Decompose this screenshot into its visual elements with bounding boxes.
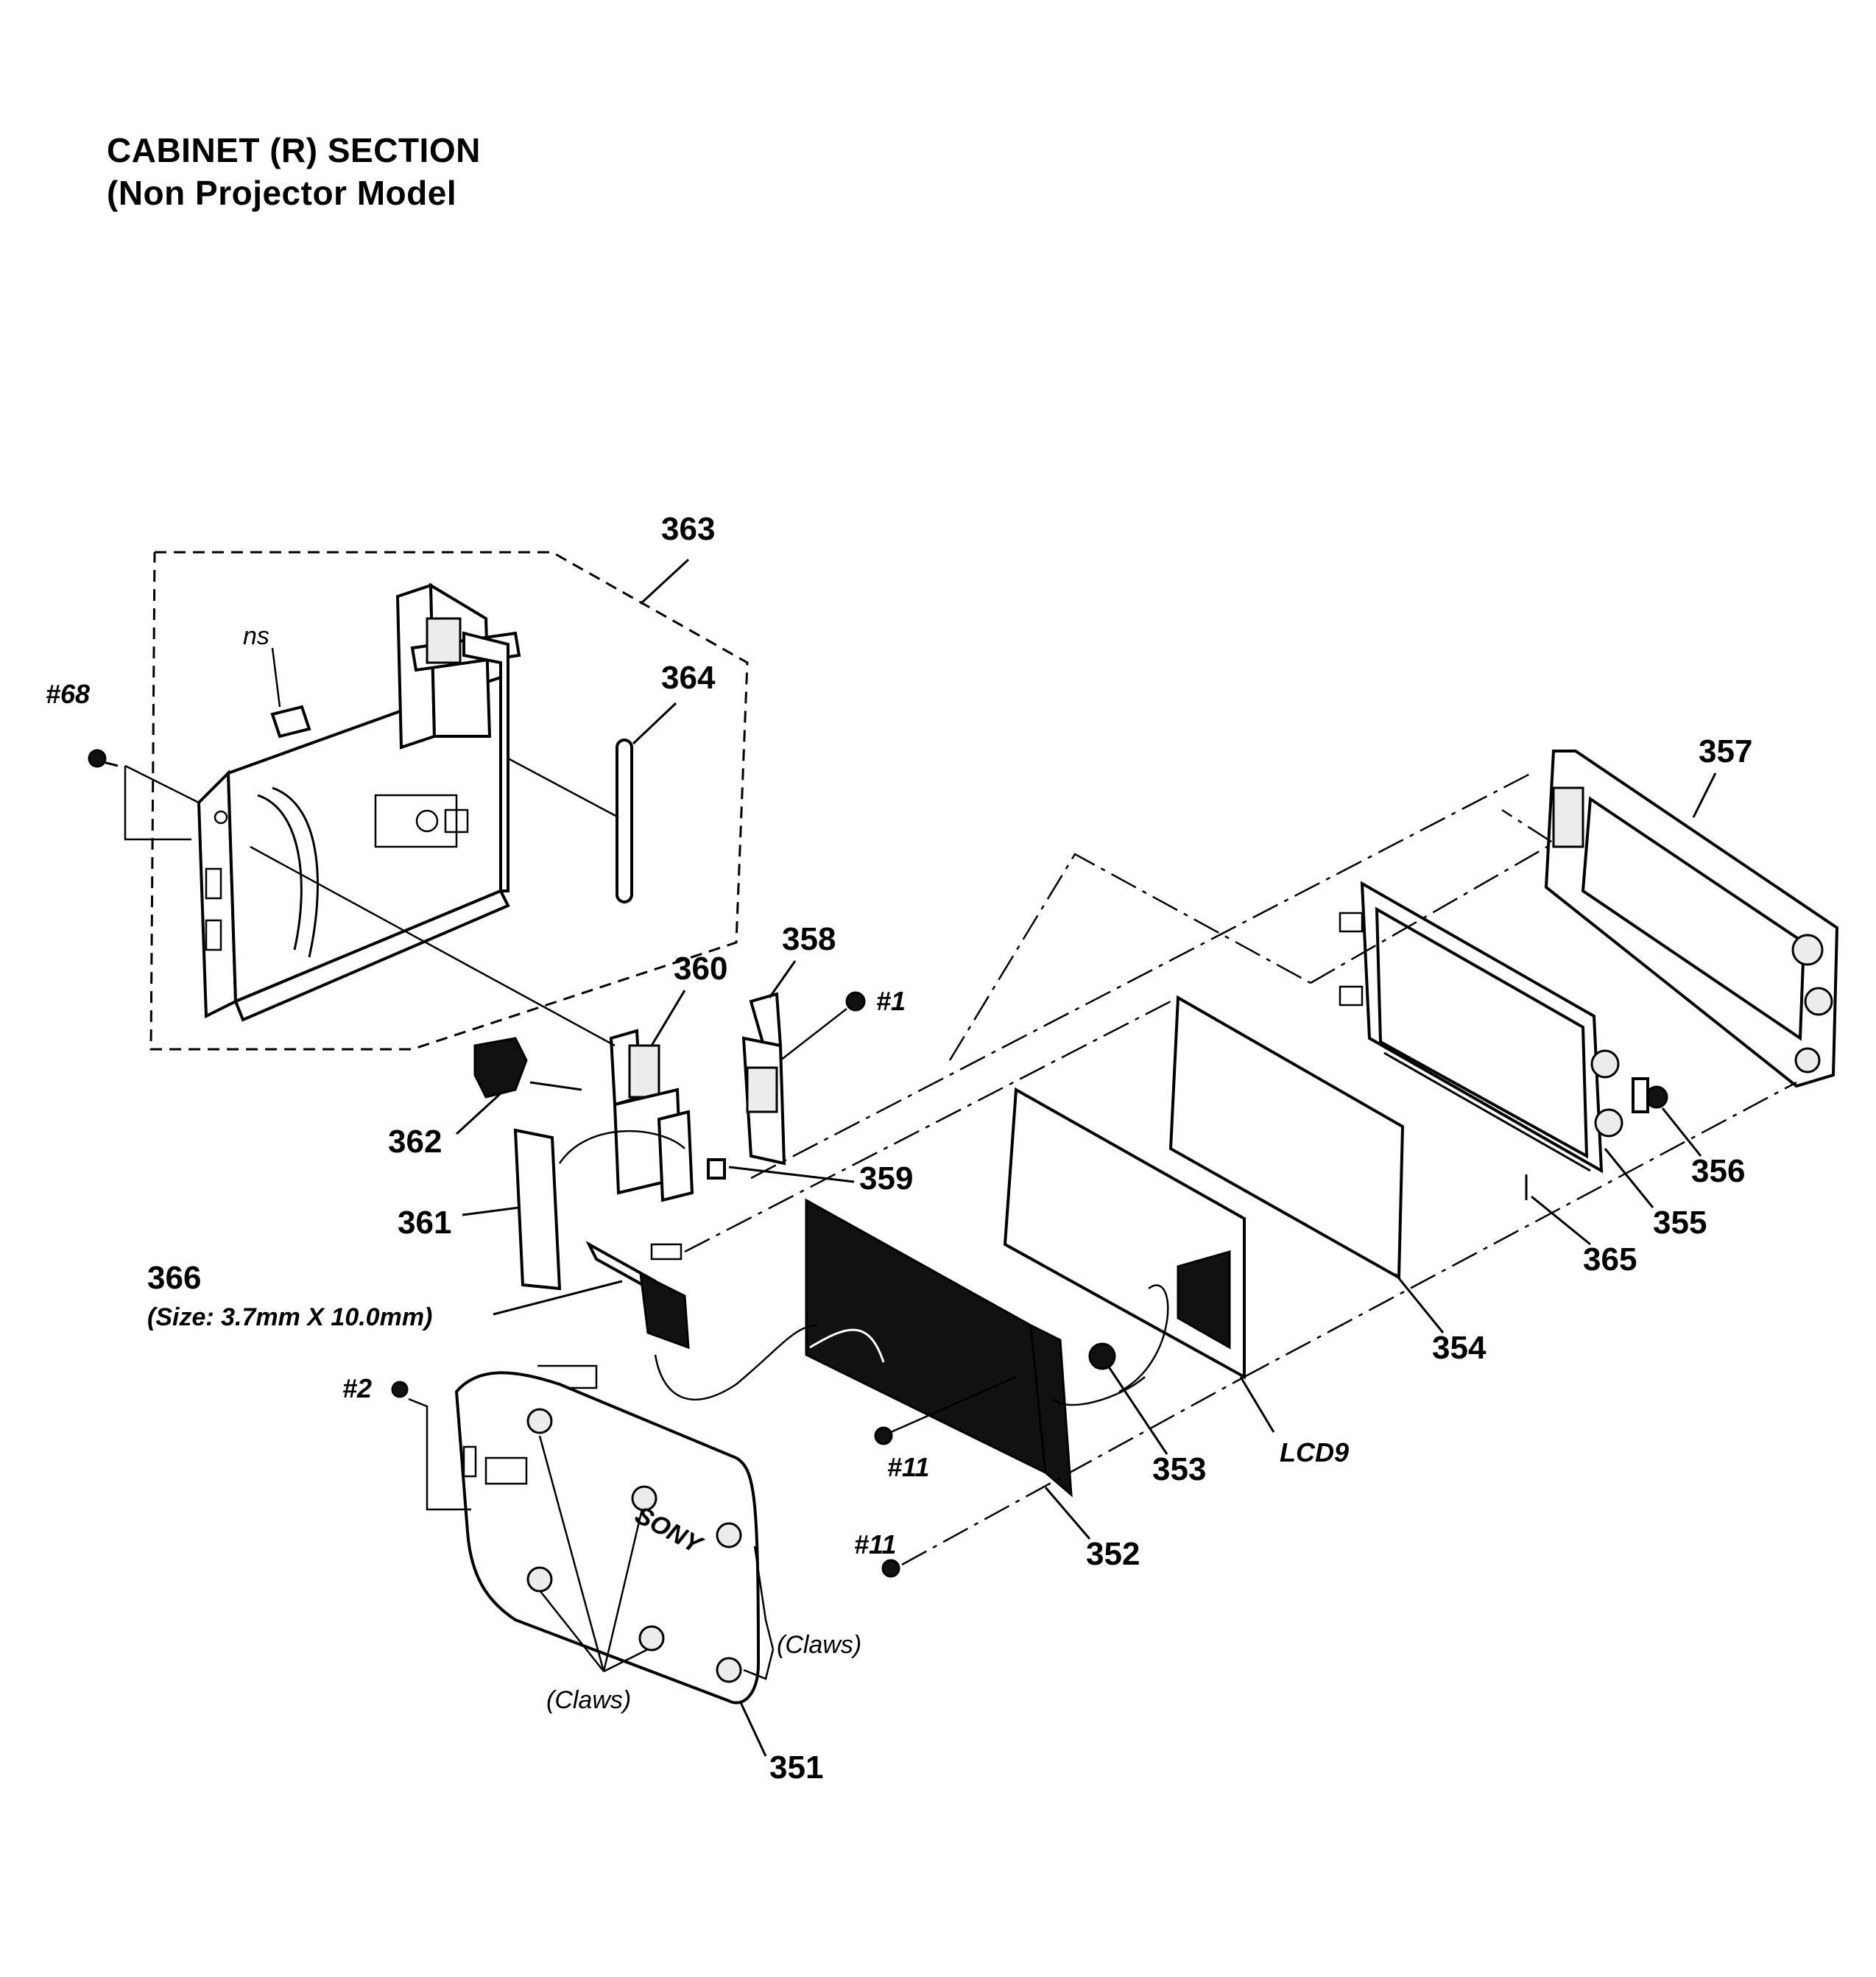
label-360: 360 bbox=[674, 951, 727, 987]
label-355: 355 bbox=[1653, 1205, 1707, 1241]
label-s68: #68 bbox=[46, 679, 90, 709]
panel-352 bbox=[805, 1198, 1073, 1498]
screw-1 bbox=[845, 991, 866, 1012]
label-364: 364 bbox=[661, 660, 716, 696]
label-claws-right: (Claws) bbox=[777, 1631, 861, 1659]
label-366: 366 bbox=[147, 1260, 201, 1296]
label-s11-upper: #11 bbox=[887, 1452, 929, 1482]
part-353 bbox=[1088, 1342, 1116, 1370]
label-s2: #2 bbox=[342, 1373, 372, 1403]
front-frame-357 bbox=[1544, 750, 1839, 1088]
label-363: 363 bbox=[661, 511, 715, 547]
label-359: 359 bbox=[859, 1160, 913, 1197]
label-353: 353 bbox=[1152, 1451, 1206, 1487]
part-359 bbox=[707, 1158, 726, 1180]
screw-2 bbox=[391, 1381, 409, 1398]
label-s1: #1 bbox=[876, 986, 906, 1016]
cabinet-frame-363 bbox=[197, 582, 521, 1022]
assembly-363-boundary bbox=[149, 551, 749, 1051]
label-358: 358 bbox=[782, 921, 836, 957]
lcd-frame-355 bbox=[1339, 881, 1623, 1174]
label-362: 362 bbox=[388, 1124, 442, 1160]
part-360 bbox=[609, 1029, 694, 1202]
title-line-1: CABINET (R) SECTION bbox=[107, 131, 481, 169]
part-362 bbox=[473, 1037, 582, 1099]
diagram-title: CABINET (R) SECTION (Non Projector Model bbox=[107, 129, 481, 214]
label-361: 361 bbox=[398, 1205, 451, 1241]
part-366 bbox=[585, 1241, 690, 1350]
label-365: 365 bbox=[1583, 1241, 1637, 1278]
label-352: 352 bbox=[1086, 1536, 1140, 1572]
cover-351: SONY bbox=[454, 1371, 761, 1705]
label-357: 357 bbox=[1699, 733, 1752, 769]
rod-364 bbox=[616, 739, 633, 903]
label-s11-lower: #11 bbox=[854, 1529, 896, 1560]
screw-68 bbox=[88, 749, 119, 768]
connecting-lines bbox=[250, 845, 1146, 1406]
label-351: 351 bbox=[769, 1749, 823, 1786]
claws-leaders bbox=[538, 1435, 775, 1680]
part-358 bbox=[741, 992, 786, 1166]
label-lcd9: LCD9 bbox=[1280, 1437, 1349, 1467]
part-361 bbox=[513, 1128, 685, 1291]
screw-11-upper bbox=[874, 1426, 893, 1445]
alignment-lines bbox=[684, 772, 1797, 1378]
label-claws-lower: (Claws) bbox=[546, 1686, 631, 1714]
part-356 bbox=[1632, 1077, 1668, 1113]
label-size-366: (Size: 3.7mm X 10.0mm) bbox=[147, 1303, 432, 1331]
label-354: 354 bbox=[1432, 1330, 1487, 1366]
label-356: 356 bbox=[1691, 1153, 1745, 1189]
label-ns: ns bbox=[243, 622, 269, 650]
title-line-2: (Non Projector Model bbox=[107, 174, 457, 212]
screw-11-lower bbox=[881, 1559, 900, 1578]
